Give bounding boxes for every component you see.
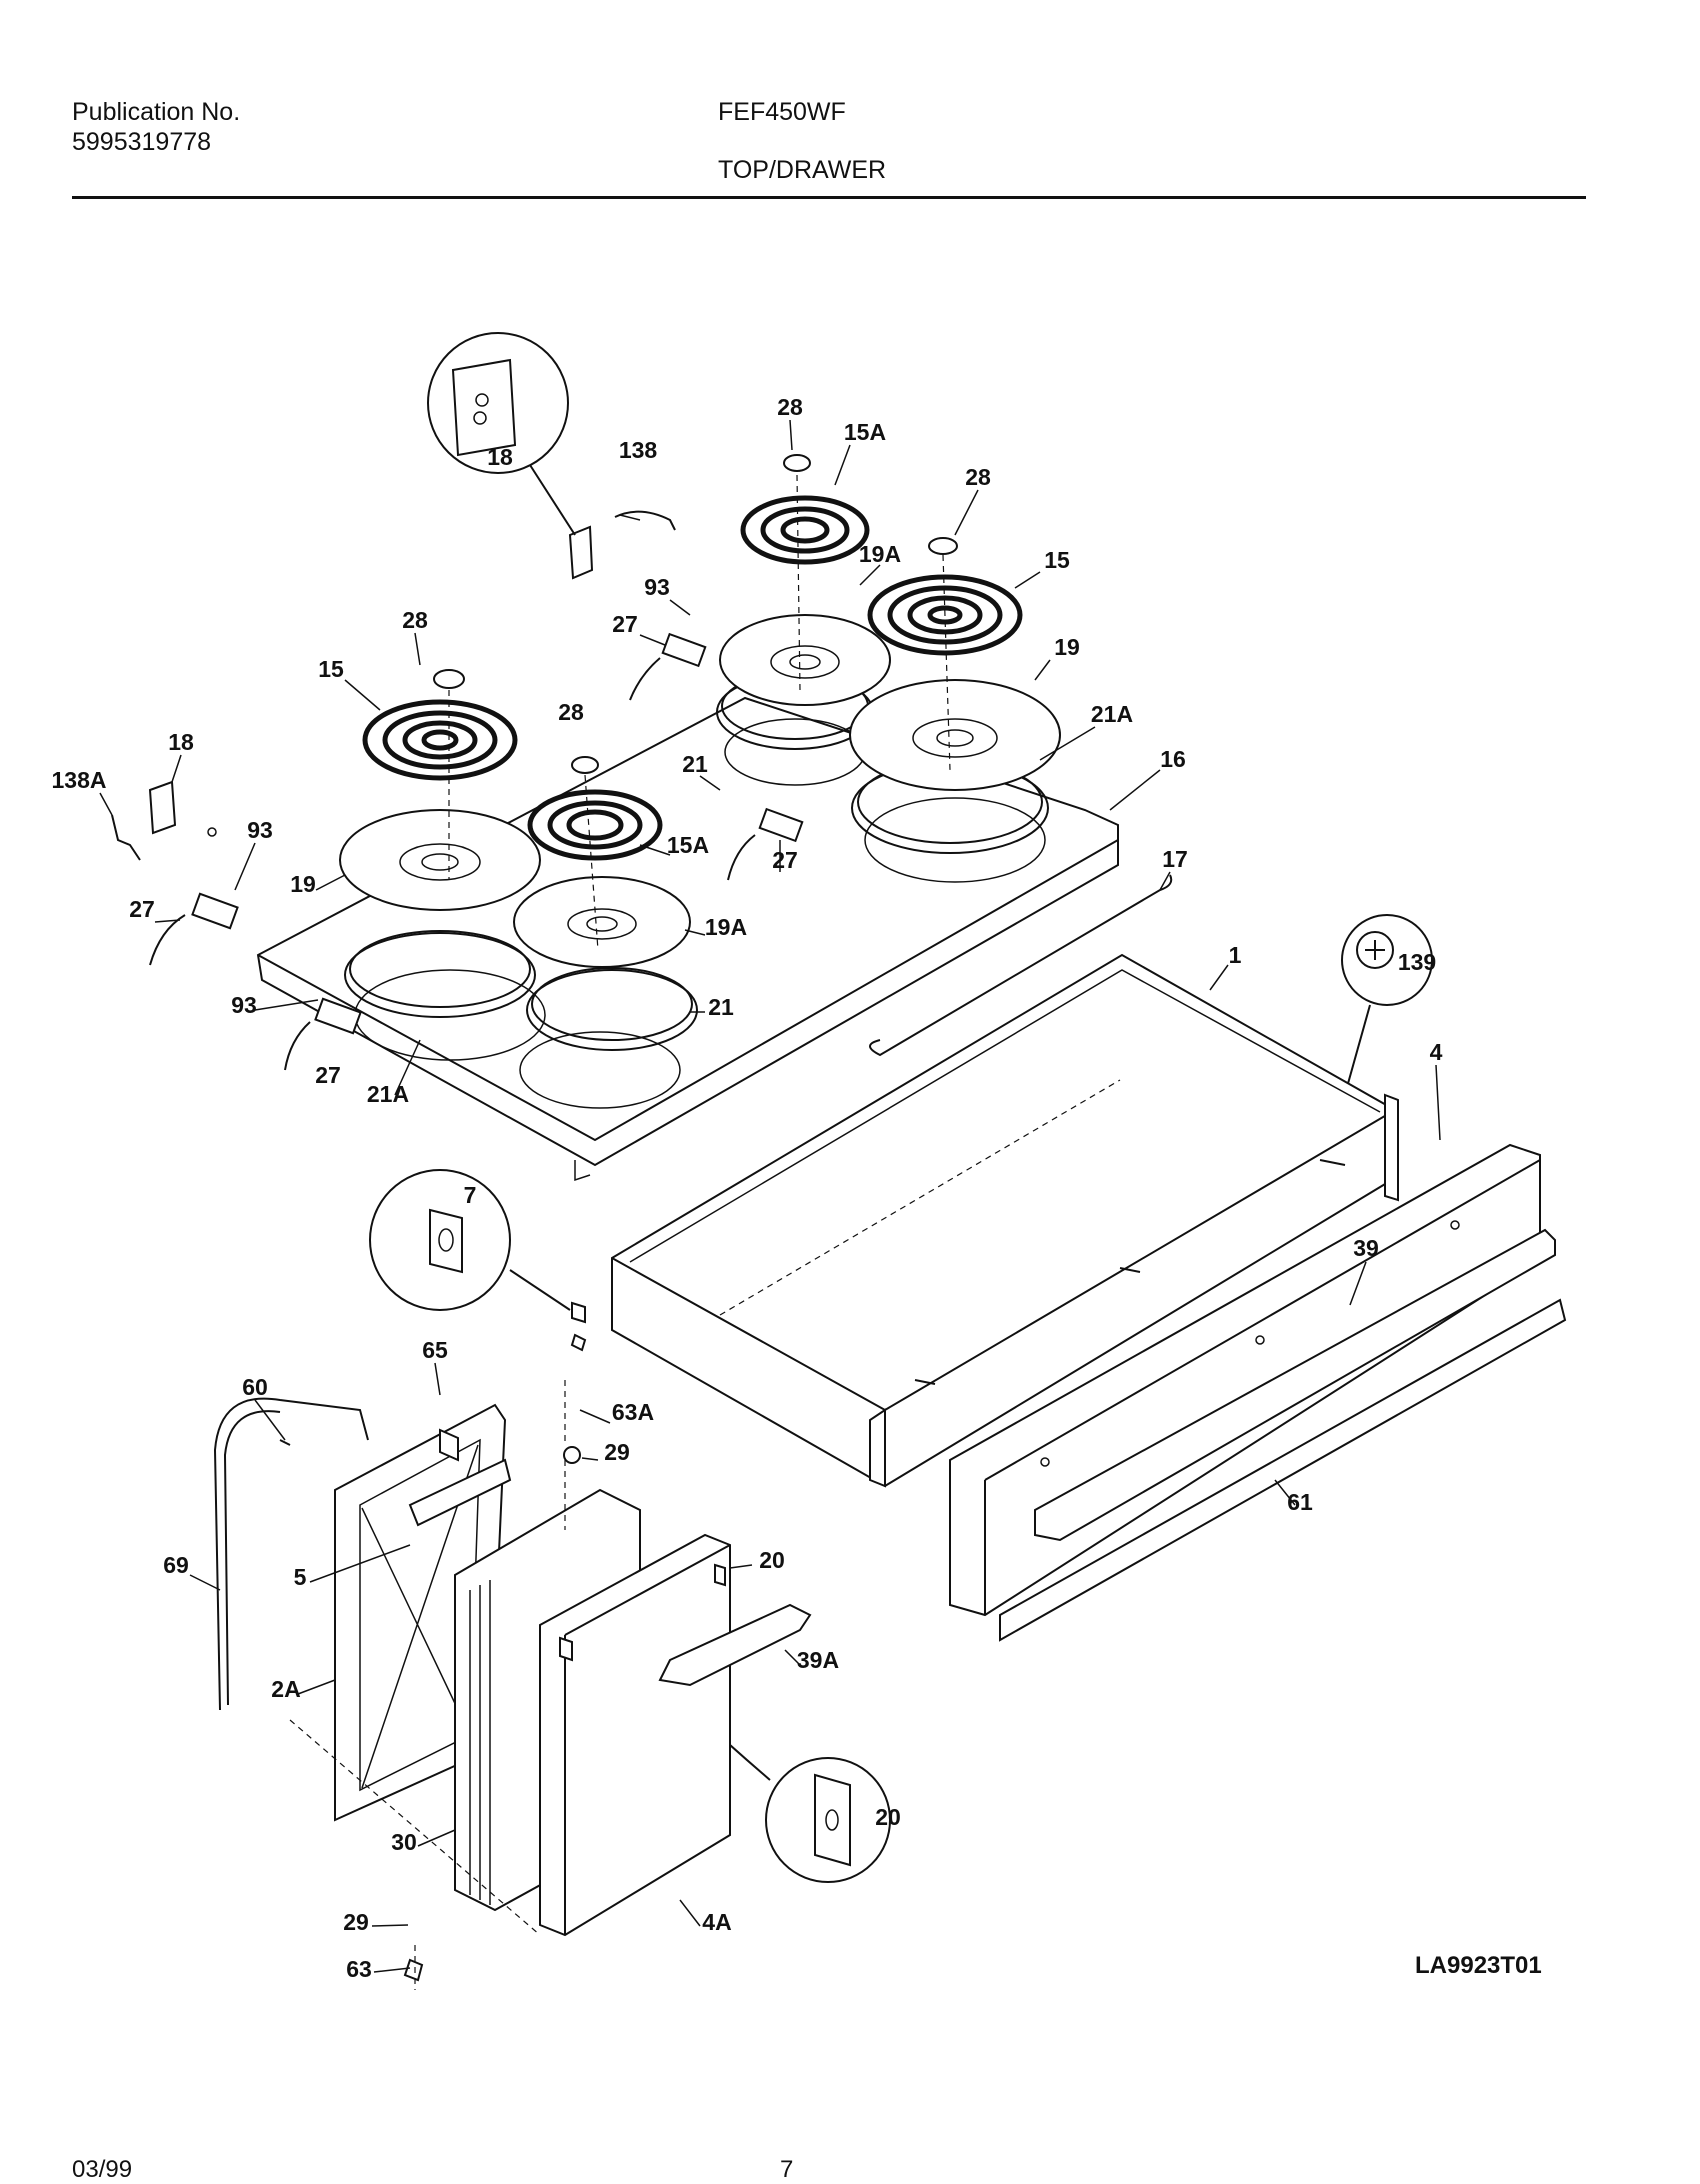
callout-93-c: 93 [231, 992, 257, 1018]
drawing-code: LA9923T01 [1415, 1952, 1542, 1979]
leader-lines [99, 419, 1441, 1973]
callout-29-a: 29 [604, 1439, 630, 1465]
callout-61: 61 [1287, 1489, 1313, 1515]
callout-21-b: 21 [708, 994, 734, 1020]
callout-28-b: 28 [965, 464, 991, 490]
callout-29-b: 29 [343, 1909, 369, 1935]
callout-60: 60 [242, 1374, 268, 1400]
callout-19A-b: 19A [705, 914, 747, 940]
header-rule [72, 196, 1586, 199]
callout-4: 4 [1430, 1039, 1443, 1065]
brackets [111, 510, 676, 861]
callout-5: 5 [294, 1564, 307, 1590]
callout-labels: 18 138 28 15A 28 93 19A 15 27 19 28 15 2… [52, 394, 1443, 1982]
callout-15A-b: 15A [667, 832, 709, 858]
callout-19A-a: 19A [859, 541, 901, 567]
footer-date: 03/99 [72, 2156, 133, 2183]
callout-16: 16 [1160, 746, 1186, 772]
callout-15A-a: 15A [844, 419, 886, 445]
callout-18-circle: 18 [487, 444, 513, 470]
callout-28-a: 28 [777, 394, 803, 420]
callout-63: 63 [346, 1956, 372, 1982]
callout-138A: 138A [52, 767, 107, 793]
callout-19-a: 19 [1054, 634, 1080, 660]
publication-label: Publication No. [72, 98, 241, 126]
callout-27-d: 27 [315, 1062, 341, 1088]
callout-7: 7 [464, 1182, 477, 1208]
callout-21A-a: 21A [1091, 701, 1133, 727]
detail-circles [369, 332, 1433, 1883]
callout-20-a: 20 [759, 1547, 785, 1573]
callout-4A: 4A [702, 1909, 731, 1935]
callout-63A: 63A [612, 1399, 654, 1425]
callout-15-a: 15 [1044, 547, 1070, 573]
callout-19-b: 19 [290, 871, 316, 897]
section-title: TOP/DRAWER [718, 156, 887, 184]
callout-139: 139 [1398, 949, 1436, 975]
callout-1: 1 [1229, 942, 1242, 968]
door-assembly [213, 1333, 812, 1990]
callout-28-d: 28 [558, 699, 584, 725]
callout-28-c: 28 [402, 607, 428, 633]
callout-30: 30 [391, 1829, 417, 1855]
callout-27-c: 27 [129, 896, 155, 922]
callout-17: 17 [1162, 846, 1188, 872]
callout-65: 65 [422, 1337, 448, 1363]
callout-138: 138 [619, 437, 658, 463]
callout-39: 39 [1353, 1235, 1379, 1261]
callout-18-b: 18 [168, 729, 194, 755]
callout-15-b: 15 [318, 656, 344, 682]
callout-21A-b: 21A [367, 1081, 409, 1107]
callout-27-a: 27 [612, 611, 638, 637]
terminal-blocks [149, 632, 804, 1071]
callout-2A: 2A [271, 1676, 300, 1702]
callout-93-a: 93 [644, 574, 670, 600]
publication-number: 5995319778 [72, 128, 212, 156]
page-number: 7 [780, 2156, 794, 2183]
callout-21-a: 21 [682, 751, 708, 777]
callout-39A: 39A [797, 1647, 839, 1673]
drawer [571, 874, 1567, 1642]
callout-20-b: 20 [875, 1804, 901, 1830]
callout-69: 69 [163, 1552, 189, 1578]
callout-27-b: 27 [772, 847, 798, 873]
model-number: FEF450WF [718, 98, 846, 126]
callout-93-b: 93 [247, 817, 273, 843]
